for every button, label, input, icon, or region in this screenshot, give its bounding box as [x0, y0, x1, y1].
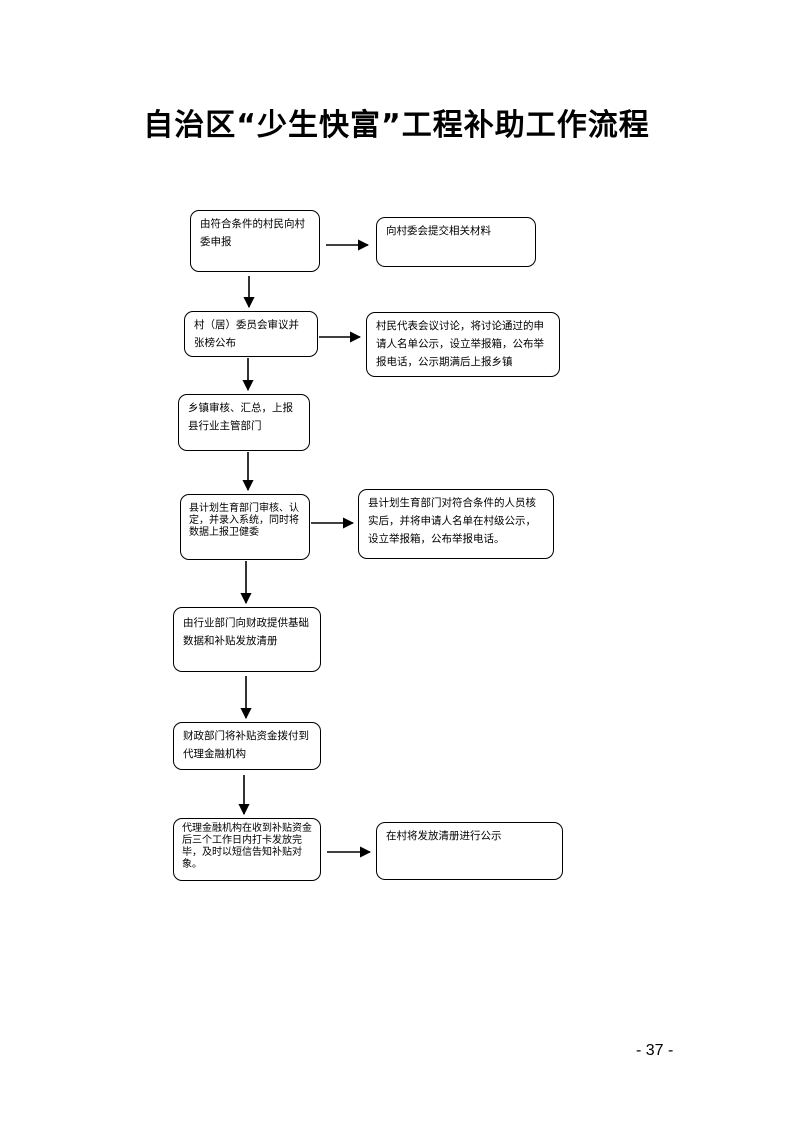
page-number: - 37 - [636, 1042, 674, 1059]
step-2-box: 村（居）委员会审议并张榜公布 [184, 311, 318, 357]
step-1-box: 由符合条件的村民向村委申报 [190, 210, 320, 272]
step-5-box: 由行业部门向财政提供基础数据和补贴发放清册 [173, 607, 321, 672]
step-2-side-box: 村民代表会议讨论，将讨论通过的申请人名单公示，设立举报箱，公布举报电话，公示期满… [366, 312, 560, 377]
step-4-box: 县计划生育部门审核、认定，并录入系统，同时将数据上报卫健委 [180, 494, 310, 560]
step-7-side-box: 在村将发放清册进行公示 [376, 822, 563, 880]
step-7-box: 代理金融机构在收到补贴资金后三个工作日内打卡发放完毕，及时以短信告知补贴对象。 [173, 818, 321, 881]
step-6-box: 财政部门将补贴资金拨付到代理金融机构 [173, 722, 321, 770]
page-title: 自治区“少生快富”工程补助工作流程 [143, 108, 650, 143]
step-3-box: 乡镇审核、汇总，上报县行业主管部门 [178, 394, 310, 451]
step-1-side-box: 向村委会提交相关材料 [376, 217, 536, 267]
step-4-side-box: 县计划生育部门对符合条件的人员核实后，并将申请人名单在村级公示，设立举报箱，公布… [358, 489, 554, 559]
